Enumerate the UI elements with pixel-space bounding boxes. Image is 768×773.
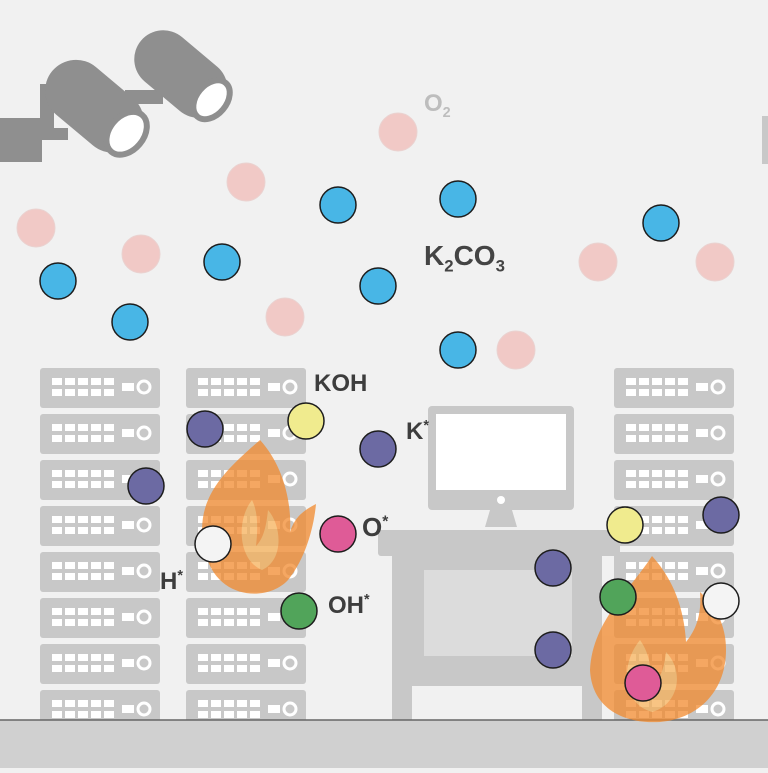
- k-radical-label: K*: [406, 418, 429, 446]
- o-radical-label-main: O: [362, 512, 383, 542]
- o2-label-sub: 2: [442, 104, 451, 121]
- security-camera-icon: [0, 59, 150, 162]
- oh-radical: [599, 578, 637, 616]
- k2co3-molecule: [359, 267, 397, 305]
- k2co3-label-co: CO: [453, 240, 496, 271]
- h-radical-group: [194, 525, 740, 620]
- h-radical: [702, 582, 740, 620]
- k2co3-label-sub2: 3: [495, 256, 505, 276]
- o2-molecule: [378, 112, 418, 152]
- security-camera-icon: [125, 30, 233, 123]
- koh-molecule: [606, 506, 644, 544]
- k2co3-molecule: [642, 204, 680, 242]
- wall-bracket: [762, 116, 768, 164]
- k2co3-molecule-group: [39, 180, 680, 369]
- fire-icon: [202, 440, 316, 594]
- k-radical-label-main: K: [406, 418, 424, 445]
- desk-icon: [378, 530, 620, 730]
- o2-molecule-group: [16, 112, 735, 370]
- k2co3-molecule: [439, 331, 477, 369]
- o2-molecule: [496, 330, 536, 370]
- o-radical-group: [319, 515, 662, 702]
- h-radical: [194, 525, 232, 563]
- oh-radical: [280, 592, 318, 630]
- k2co3-label-sub1: 2: [444, 256, 454, 276]
- koh-label: KOH: [314, 370, 368, 397]
- k2co3-molecule: [319, 186, 357, 224]
- o2-molecule: [695, 242, 735, 282]
- o-radical-label: O*: [362, 512, 388, 543]
- o-radical: [624, 664, 662, 702]
- oh-radical-label-sup: *: [364, 592, 370, 608]
- o2-molecule: [226, 162, 266, 202]
- o2-label: O2: [424, 90, 451, 121]
- h-radical-label-sup: *: [177, 568, 183, 584]
- monitor-icon: [428, 406, 574, 527]
- server-rack-icon: [40, 368, 160, 730]
- k2co3-label: K2CO3: [424, 240, 505, 277]
- koh-molecule-group: [287, 402, 644, 544]
- h-radical-label: H*: [160, 568, 183, 596]
- k2co3-label-k: K: [424, 240, 445, 271]
- k-radical: [127, 467, 165, 505]
- o-radical: [319, 515, 357, 553]
- k-radical-label-sup: *: [423, 418, 429, 434]
- k-radical: [534, 631, 572, 669]
- k2co3-molecule: [111, 303, 149, 341]
- o2-molecule: [121, 234, 161, 274]
- k-radical: [534, 549, 572, 587]
- k-radical: [702, 496, 740, 534]
- koh-molecule: [287, 402, 325, 440]
- k2co3-molecule: [203, 243, 241, 281]
- o2-molecule: [578, 242, 618, 282]
- floor: [0, 720, 768, 768]
- o2-molecule: [16, 208, 56, 248]
- o-radical-label-sup: *: [382, 513, 389, 531]
- k-radical: [186, 410, 224, 448]
- oh-radical-group: [280, 578, 637, 630]
- k2co3-molecule: [39, 262, 77, 300]
- k2co3-molecule: [439, 180, 477, 218]
- oh-radical-label: OH*: [328, 592, 370, 620]
- k-radical: [359, 430, 397, 468]
- o2-molecule: [265, 297, 305, 337]
- oh-radical-label-main: OH: [328, 592, 364, 619]
- o2-label-main: O: [424, 90, 443, 117]
- k-radical-group: [127, 410, 740, 669]
- h-radical-label-main: H: [160, 568, 178, 595]
